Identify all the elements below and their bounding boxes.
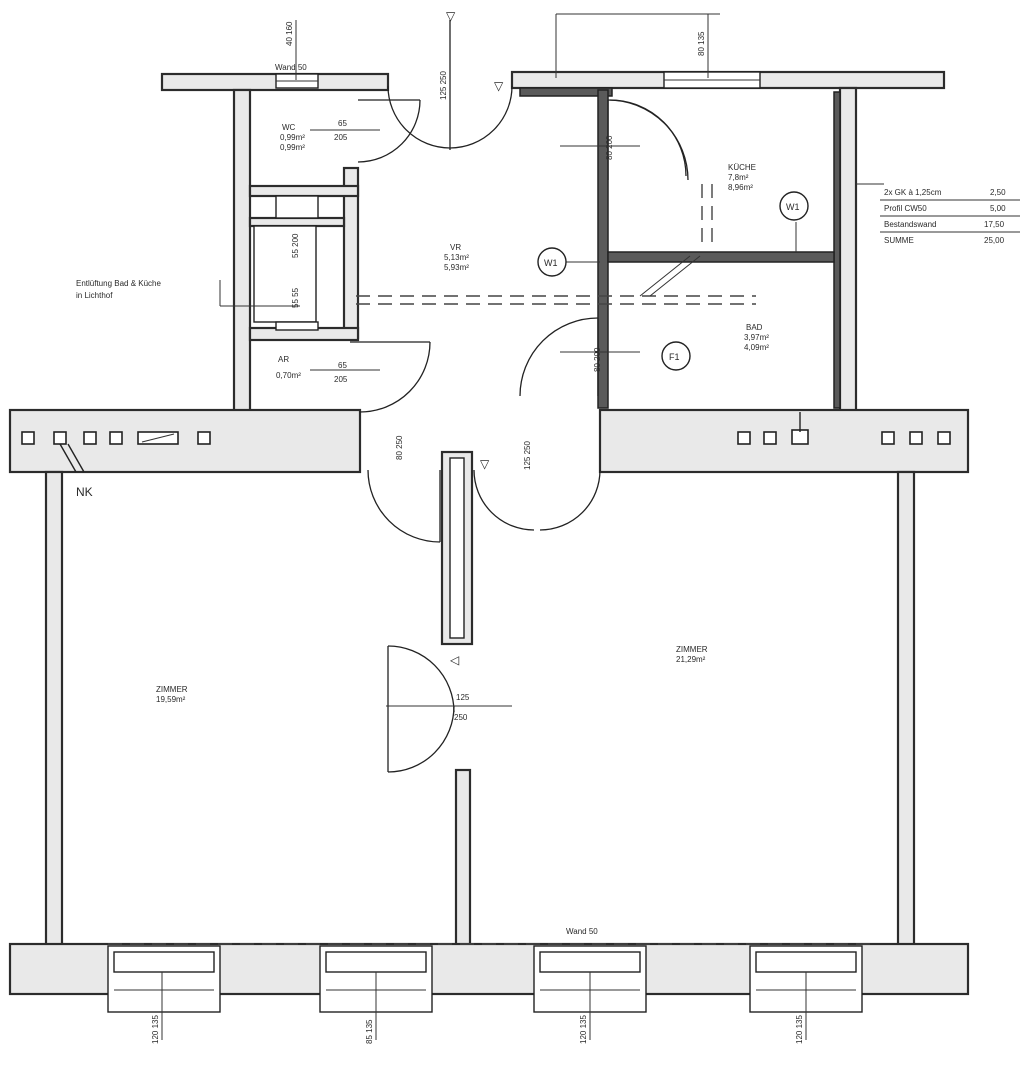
wall-left-lower xyxy=(44,470,64,948)
wc-area2: 0,99m² xyxy=(280,143,305,152)
wall-dark-right xyxy=(833,91,841,409)
shaft-top xyxy=(275,195,319,219)
spec-row3-value: 17,50 xyxy=(984,220,1005,229)
bad-area1: 3,97m² xyxy=(744,333,769,342)
wall-shaft-mid xyxy=(248,216,346,228)
wall-right-upper xyxy=(838,86,858,414)
wc-name: WC xyxy=(282,123,296,132)
dim-bottom-w3: 120 135 xyxy=(579,1015,588,1044)
spec-row2-value: 5,00 xyxy=(990,204,1006,213)
dim-bad-door: 80 200 xyxy=(593,347,602,372)
zimmer-left-name: ZIMMER xyxy=(156,685,188,694)
marker-hall: ▽ xyxy=(480,457,490,471)
ar-door-h: 205 xyxy=(334,375,348,384)
w1-label-a: W1 xyxy=(544,258,558,268)
kueche-area1: 7,8m² xyxy=(728,173,749,182)
wall-middle-lower xyxy=(454,768,472,948)
marker-middle: ◁ xyxy=(450,653,460,667)
w1-circle-a xyxy=(537,247,567,277)
ar-area: 0,70m² xyxy=(276,371,301,380)
wall-middle-left xyxy=(8,408,362,474)
f1-circle xyxy=(661,341,691,371)
ar-door: 65 xyxy=(338,361,347,370)
dimension-lines xyxy=(161,13,1020,1040)
dim-bottom-w2: 85 135 xyxy=(365,1019,374,1044)
wc-door-h: 205 xyxy=(334,133,348,142)
kueche-area2: 8,96m² xyxy=(728,183,753,192)
dim-shaft-mid: 55 55 xyxy=(291,287,300,308)
shaft-box xyxy=(253,225,317,323)
wall-right-lower xyxy=(896,470,916,948)
vr-area2: 5,93m² xyxy=(444,263,469,272)
dim-middle-door: 125 xyxy=(456,693,470,702)
dim-hall-right: 125 250 xyxy=(523,441,532,470)
w1-label-b: W1 xyxy=(786,202,800,212)
dim-middle-door-h: 250 xyxy=(454,713,468,722)
top-window-label: Wand 50 xyxy=(275,63,307,72)
dim-kitchen-door: 80 200 xyxy=(605,135,614,160)
vr-area1: 5,13m² xyxy=(444,253,469,262)
spec-row4-label: SUMME xyxy=(884,236,914,245)
bad-area2: 4,09m² xyxy=(744,343,769,352)
wall-left-upper xyxy=(232,88,252,414)
zimmer-right-area: 21,29m² xyxy=(676,655,706,664)
dim-top-right: 80 135 xyxy=(697,31,706,56)
zimmer-left-area: 19,59m² xyxy=(156,695,186,704)
w1-circle-b xyxy=(779,191,809,221)
dim-bottom-w1: 120 135 xyxy=(151,1015,160,1044)
dim-hall-left: 80 250 xyxy=(395,435,404,460)
dimension-texts: 40 160 125 250 80 135 80 200 55 200 55 5… xyxy=(151,21,804,1044)
hall-post-inner xyxy=(449,457,465,639)
marker-entry: ▽ xyxy=(494,79,504,93)
wall-kitchen-left xyxy=(597,89,609,409)
wall-middle-right xyxy=(598,408,970,474)
vr-name: VR xyxy=(450,243,461,252)
ar-name: AR xyxy=(278,355,289,364)
dim-top-door: 125 250 xyxy=(439,71,448,100)
dim-shaft-top: 55 200 xyxy=(291,233,300,258)
wall-bath-top xyxy=(607,251,835,263)
doors xyxy=(350,20,689,773)
f1-label: F1 xyxy=(669,352,680,362)
spec-row1-value: 2,50 xyxy=(990,188,1006,197)
vent-line1: Entlüftung Bad & Küche xyxy=(76,279,162,288)
bad-name: BAD xyxy=(746,323,763,332)
wall-wc-bottom xyxy=(248,184,360,198)
shaft-bottom xyxy=(275,321,319,331)
spec-row1-label: 2x GK à 1,25cm xyxy=(884,188,942,197)
zimmer-right-name: ZIMMER xyxy=(676,645,708,654)
spec-table: 2x GK à 1,25cm 2,50 Profil CW50 5,00 Bes… xyxy=(884,188,1006,245)
vent-squares xyxy=(21,412,951,473)
marker-top: ▽ xyxy=(446,9,456,23)
wc-area1: 0,99m² xyxy=(280,133,305,142)
spec-row2-label: Profil CW50 xyxy=(884,204,927,213)
bottom-window-label: Wand 50 xyxy=(566,927,598,936)
kueche-name: KÜCHE xyxy=(728,163,756,172)
vent-line2: in Lichthof xyxy=(76,291,113,300)
wc-door: 65 xyxy=(338,119,347,128)
nk-label: NK xyxy=(76,485,93,499)
wall-top-left xyxy=(160,72,390,92)
dim-bottom-w4: 120 135 xyxy=(795,1015,804,1044)
spec-row3-label: Bestandswand xyxy=(884,220,936,229)
wall-dark-top xyxy=(519,87,613,97)
dim-top-left: 40 160 xyxy=(285,21,294,46)
spec-row4-value: 25,00 xyxy=(984,236,1005,245)
